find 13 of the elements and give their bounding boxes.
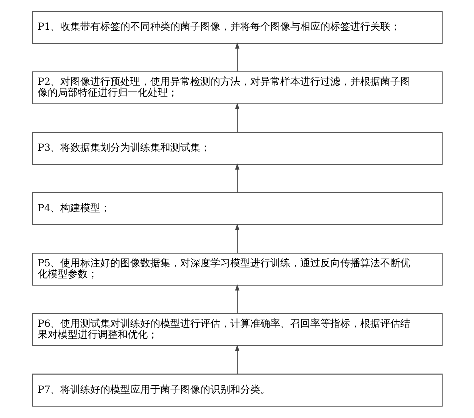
node-box: P2、对图像进行预处理，使用异常检测的方法，对异常样本进行过滤，并根据菌子图像的局部特征进行归一化处理；	[32, 72, 442, 105]
node-box: P5、使用标注好的图像数据集，对深度学习模型进行训练，通过反向传播算法不断优化模型参数；	[32, 253, 442, 286]
arrow	[234, 164, 240, 194]
arrow	[234, 344, 240, 375]
arrow	[234, 284, 240, 314]
node-box: P1、收集带有标签的不同种类的菌子图像，并将每个图像与相应的标签进行关联；	[32, 11, 442, 44]
node-box: P7、将训练好的模型应用于菌子图像的识别和分类。	[32, 374, 442, 407]
node-box: P4、构建模型；	[32, 192, 442, 226]
node-box: P6、使用测试集对训练好的模型进行评估，计算准确率、召回率等指标，根据评估结果对模型进行调整和优化；	[32, 313, 442, 346]
arrow	[234, 224, 240, 254]
arrow	[234, 42, 240, 72]
arrow	[234, 103, 240, 133]
node-box: P3、将数据集划分为训练集和测试集；	[32, 132, 442, 165]
